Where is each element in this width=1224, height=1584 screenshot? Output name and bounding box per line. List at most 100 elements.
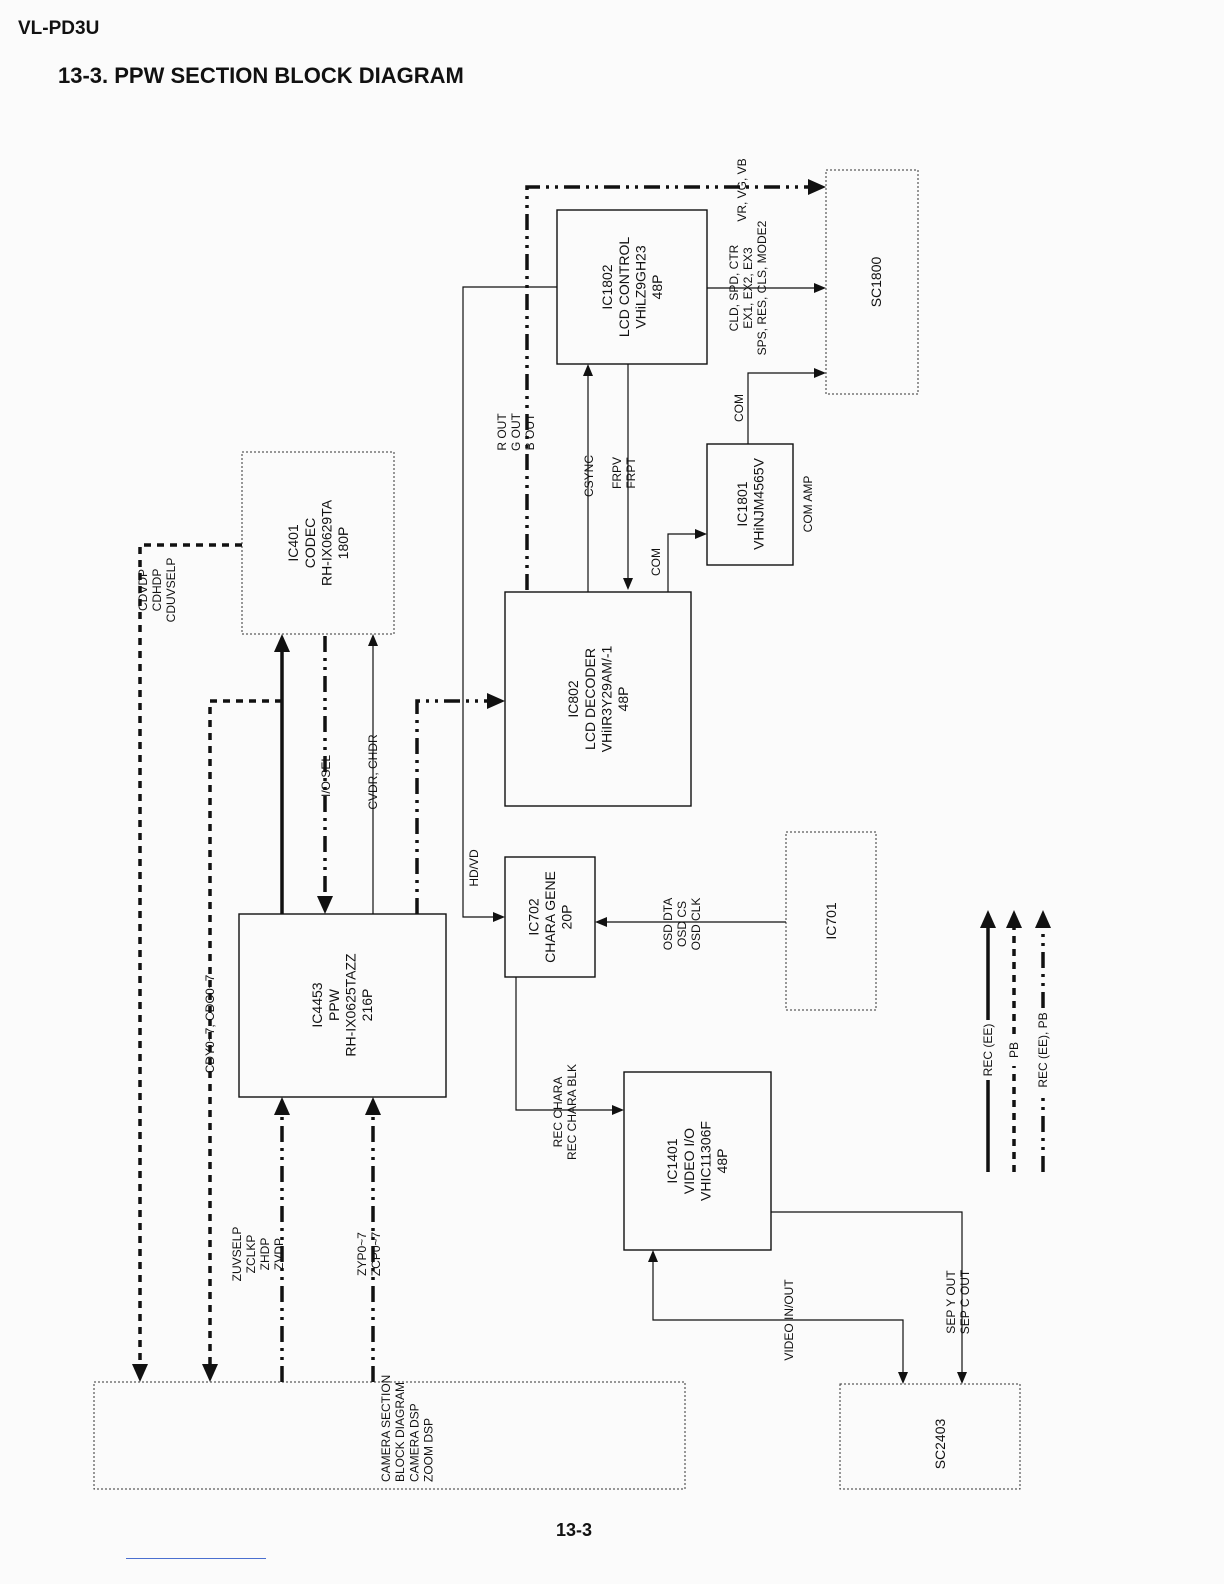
label-line: VHiLZ9GH23 xyxy=(632,245,648,328)
label-line: G OUT xyxy=(509,412,523,451)
label-line: RH-IX0629TA xyxy=(318,499,334,586)
label-line: VHiIR3Y29AM/-1 xyxy=(598,645,614,752)
label-line: CDUVSELP xyxy=(164,558,178,623)
block-ic1801: IC1801VHiNJM4565V COM AMP xyxy=(706,443,815,566)
label-line: REC CHARA xyxy=(551,1077,565,1148)
signal-hdvd-label: HD/VD xyxy=(467,849,481,887)
label-line: ZCP0~7 xyxy=(369,1231,383,1276)
block-ic802: IC802LCD DECODERVHiIR3Y29AM/-148P xyxy=(504,591,692,807)
label-line: CODEC xyxy=(302,518,318,569)
label-line: REC CHARA BLK xyxy=(565,1064,579,1160)
signal-zuv-label: ZUVSELPZCLKPZHDPZVDP xyxy=(230,1227,286,1282)
legend-pb: PB xyxy=(1006,910,1022,1172)
label-line: ZVDP xyxy=(272,1238,286,1270)
block-text: IC4453PPWRH-IX0625TAZZ216P xyxy=(309,953,375,1057)
block-text: CAMERA SECTIONBLOCK DIAGRAMCAMERA DSPZOO… xyxy=(379,1375,435,1482)
cdv-line xyxy=(132,543,242,1382)
label-line: IC802 xyxy=(565,680,581,718)
label-line: B OUT xyxy=(523,413,537,450)
label-line: CAMERA DSP xyxy=(407,1403,421,1482)
signal-sep-label: SEP Y OUTSEP C OUT xyxy=(944,1269,972,1334)
block-sc2403: SC2403 xyxy=(839,1383,1021,1490)
zuv-line xyxy=(274,1097,290,1382)
label-line: ZHDP xyxy=(258,1238,272,1271)
legend-label: REC (EE), PB xyxy=(1036,1012,1050,1087)
label-line: IC702 xyxy=(525,898,541,936)
label-line: 216P xyxy=(359,989,375,1022)
osd-line xyxy=(595,917,786,927)
legend-rec-ee-pb: REC (EE), PB xyxy=(1035,910,1051,1172)
label-line: 48P xyxy=(714,1149,730,1174)
label-line: VHiNJM4565V xyxy=(750,457,766,549)
block-text: SC2403 xyxy=(932,1418,948,1469)
label-line: ZUVSELP xyxy=(230,1227,244,1282)
label-line: IC1801 xyxy=(734,481,750,526)
label-line: SPS, RES, CLS, MODE2 xyxy=(755,220,769,355)
label-line: IC401 xyxy=(285,524,301,562)
block-text: IC401CODECRH-IX0629TA180P xyxy=(285,499,351,586)
label-line: ZYP0~7 xyxy=(355,1232,369,1276)
block-text: IC1401VIDEO I/OVHIC11306F48P xyxy=(664,1121,730,1201)
signal-frp-label: FRPVFRPT xyxy=(610,457,638,489)
legend-rec-ee: REC (EE) xyxy=(980,910,996,1172)
label-line: PPW xyxy=(326,988,342,1021)
signal-cvdr-label: CVDR, CHDR xyxy=(366,734,380,810)
cdy-line xyxy=(202,699,282,1382)
label-line: 48P xyxy=(649,275,665,300)
label-line: IC701 xyxy=(823,902,839,940)
block-text: IC702CHARA GENE20P xyxy=(525,871,574,963)
signal-cld-label: CLD, SPD, CTREX1, EX2, EX3SPS, RES, CLS,… xyxy=(727,220,769,355)
label-line: CAMERA SECTION xyxy=(379,1375,393,1482)
label-line: CLD, SPD, CTR xyxy=(727,244,741,331)
label-line: CDVDP xyxy=(136,569,150,611)
label-line: SEP C OUT xyxy=(958,1269,972,1334)
label-line: EX1, EX2, EX3 xyxy=(741,247,755,329)
video-inout-line xyxy=(648,1250,908,1384)
model-name: VL-PD3U xyxy=(18,18,100,39)
com-mid-line xyxy=(667,529,707,592)
signal-osd-label: OSD DTAOSD CSOSD CLK xyxy=(661,898,703,951)
label-line: LCD DECODER xyxy=(582,648,598,750)
footer-rule xyxy=(126,1558,266,1559)
rec-ee-ppw-to-codec-line xyxy=(274,634,290,914)
block-text: IC701 xyxy=(823,902,839,940)
rgb-out-line xyxy=(525,179,826,590)
label-line: BLOCK DIAGRAM xyxy=(393,1382,407,1482)
label-line: SC2403 xyxy=(932,1418,948,1469)
block-sc1800: SC1800 xyxy=(825,169,919,395)
label-line: FRPV xyxy=(610,457,624,489)
legend-label: PB xyxy=(1007,1042,1021,1058)
label-line: OSD DTA xyxy=(661,898,675,950)
signal-cdy-label: CDY0~7, CDC0~7 xyxy=(203,974,217,1073)
label-line: R OUT xyxy=(495,413,509,451)
csync-line xyxy=(583,364,593,592)
label-line: 20P xyxy=(559,905,575,930)
block-ic4453: IC4453PPWRH-IX0625TAZZ216P xyxy=(238,913,447,1098)
block-ic1401: IC1401VIDEO I/OVHIC11306F48P xyxy=(623,1071,772,1251)
label-line: IC4453 xyxy=(309,982,325,1027)
cld-line xyxy=(707,283,826,293)
block-ic702: IC702CHARA GENE20P xyxy=(504,856,596,978)
ppw-to-decoder-line xyxy=(415,693,505,914)
block-ic1802: IC1802LCD CONTROLVHiLZ9GH2348P xyxy=(556,209,708,365)
label-line: ZOOM DSP xyxy=(421,1418,435,1482)
io-sel-line xyxy=(317,636,333,914)
label-line: IC1802 xyxy=(599,264,615,309)
label-line: SEP Y OUT xyxy=(944,1270,958,1334)
cvdr-line xyxy=(368,634,378,914)
label-line: OSD CS xyxy=(675,901,689,947)
zyp-line xyxy=(365,1097,381,1382)
label-line: VHIC11306F xyxy=(697,1121,713,1201)
com-top-line xyxy=(747,368,826,444)
frp-line xyxy=(623,364,633,590)
signal-cdv-label: CDVDPCDHDPCDUVSELP xyxy=(136,558,178,623)
signal-rec-chara-label: REC CHARAREC CHARA BLK xyxy=(551,1064,579,1160)
signal-com-mid-label: COM xyxy=(649,548,663,576)
block-text: IC1802LCD CONTROLVHiLZ9GH2348P xyxy=(599,237,665,338)
page-number: 13-3 xyxy=(556,1520,593,1540)
block-ic701: IC701 xyxy=(785,831,877,1011)
block-text: SC1800 xyxy=(868,256,884,307)
label-line: CHARA GENE xyxy=(542,871,558,963)
sep-line xyxy=(771,1211,967,1384)
